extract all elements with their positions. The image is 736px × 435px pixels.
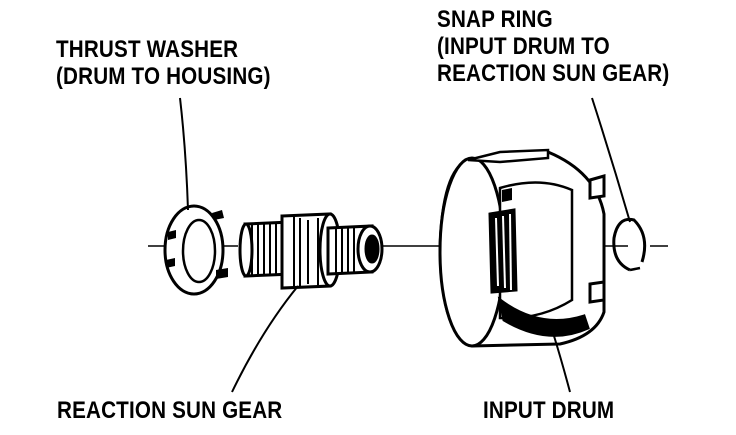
snap-ring-label: SNAP RING (INPUT DRUM TO REACTION SUN GE… (437, 6, 669, 87)
leader-snap-ring (591, 97, 631, 223)
reaction-sun-gear-label: REACTION SUN GEAR (57, 397, 283, 424)
input-drum-label: INPUT DRUM (483, 397, 615, 424)
thrust-washer-label-line-1: THRUST WASHER (56, 36, 239, 63)
leader-reaction-sun-gear (231, 285, 299, 393)
snap-ring-label-line-1: SNAP RING (437, 6, 553, 33)
leader-input-drum (553, 335, 571, 393)
snap-ring-label-line-2: (INPUT DRUM TO (437, 33, 610, 60)
thrust-washer-part (163, 204, 228, 296)
input-drum-part (438, 148, 606, 348)
reaction-sun-gear-part (238, 212, 384, 290)
snap-ring-part (612, 217, 647, 272)
thrust-washer-label-line-2: (DRUM TO HOUSING) (56, 63, 271, 90)
leader-lines (179, 97, 631, 393)
thrust-washer-label: THRUST WASHER (DRUM TO HOUSING) (56, 36, 271, 90)
leader-thrust-washer (179, 97, 189, 211)
snap-ring-label-line-3: REACTION SUN GEAR) (437, 60, 670, 87)
